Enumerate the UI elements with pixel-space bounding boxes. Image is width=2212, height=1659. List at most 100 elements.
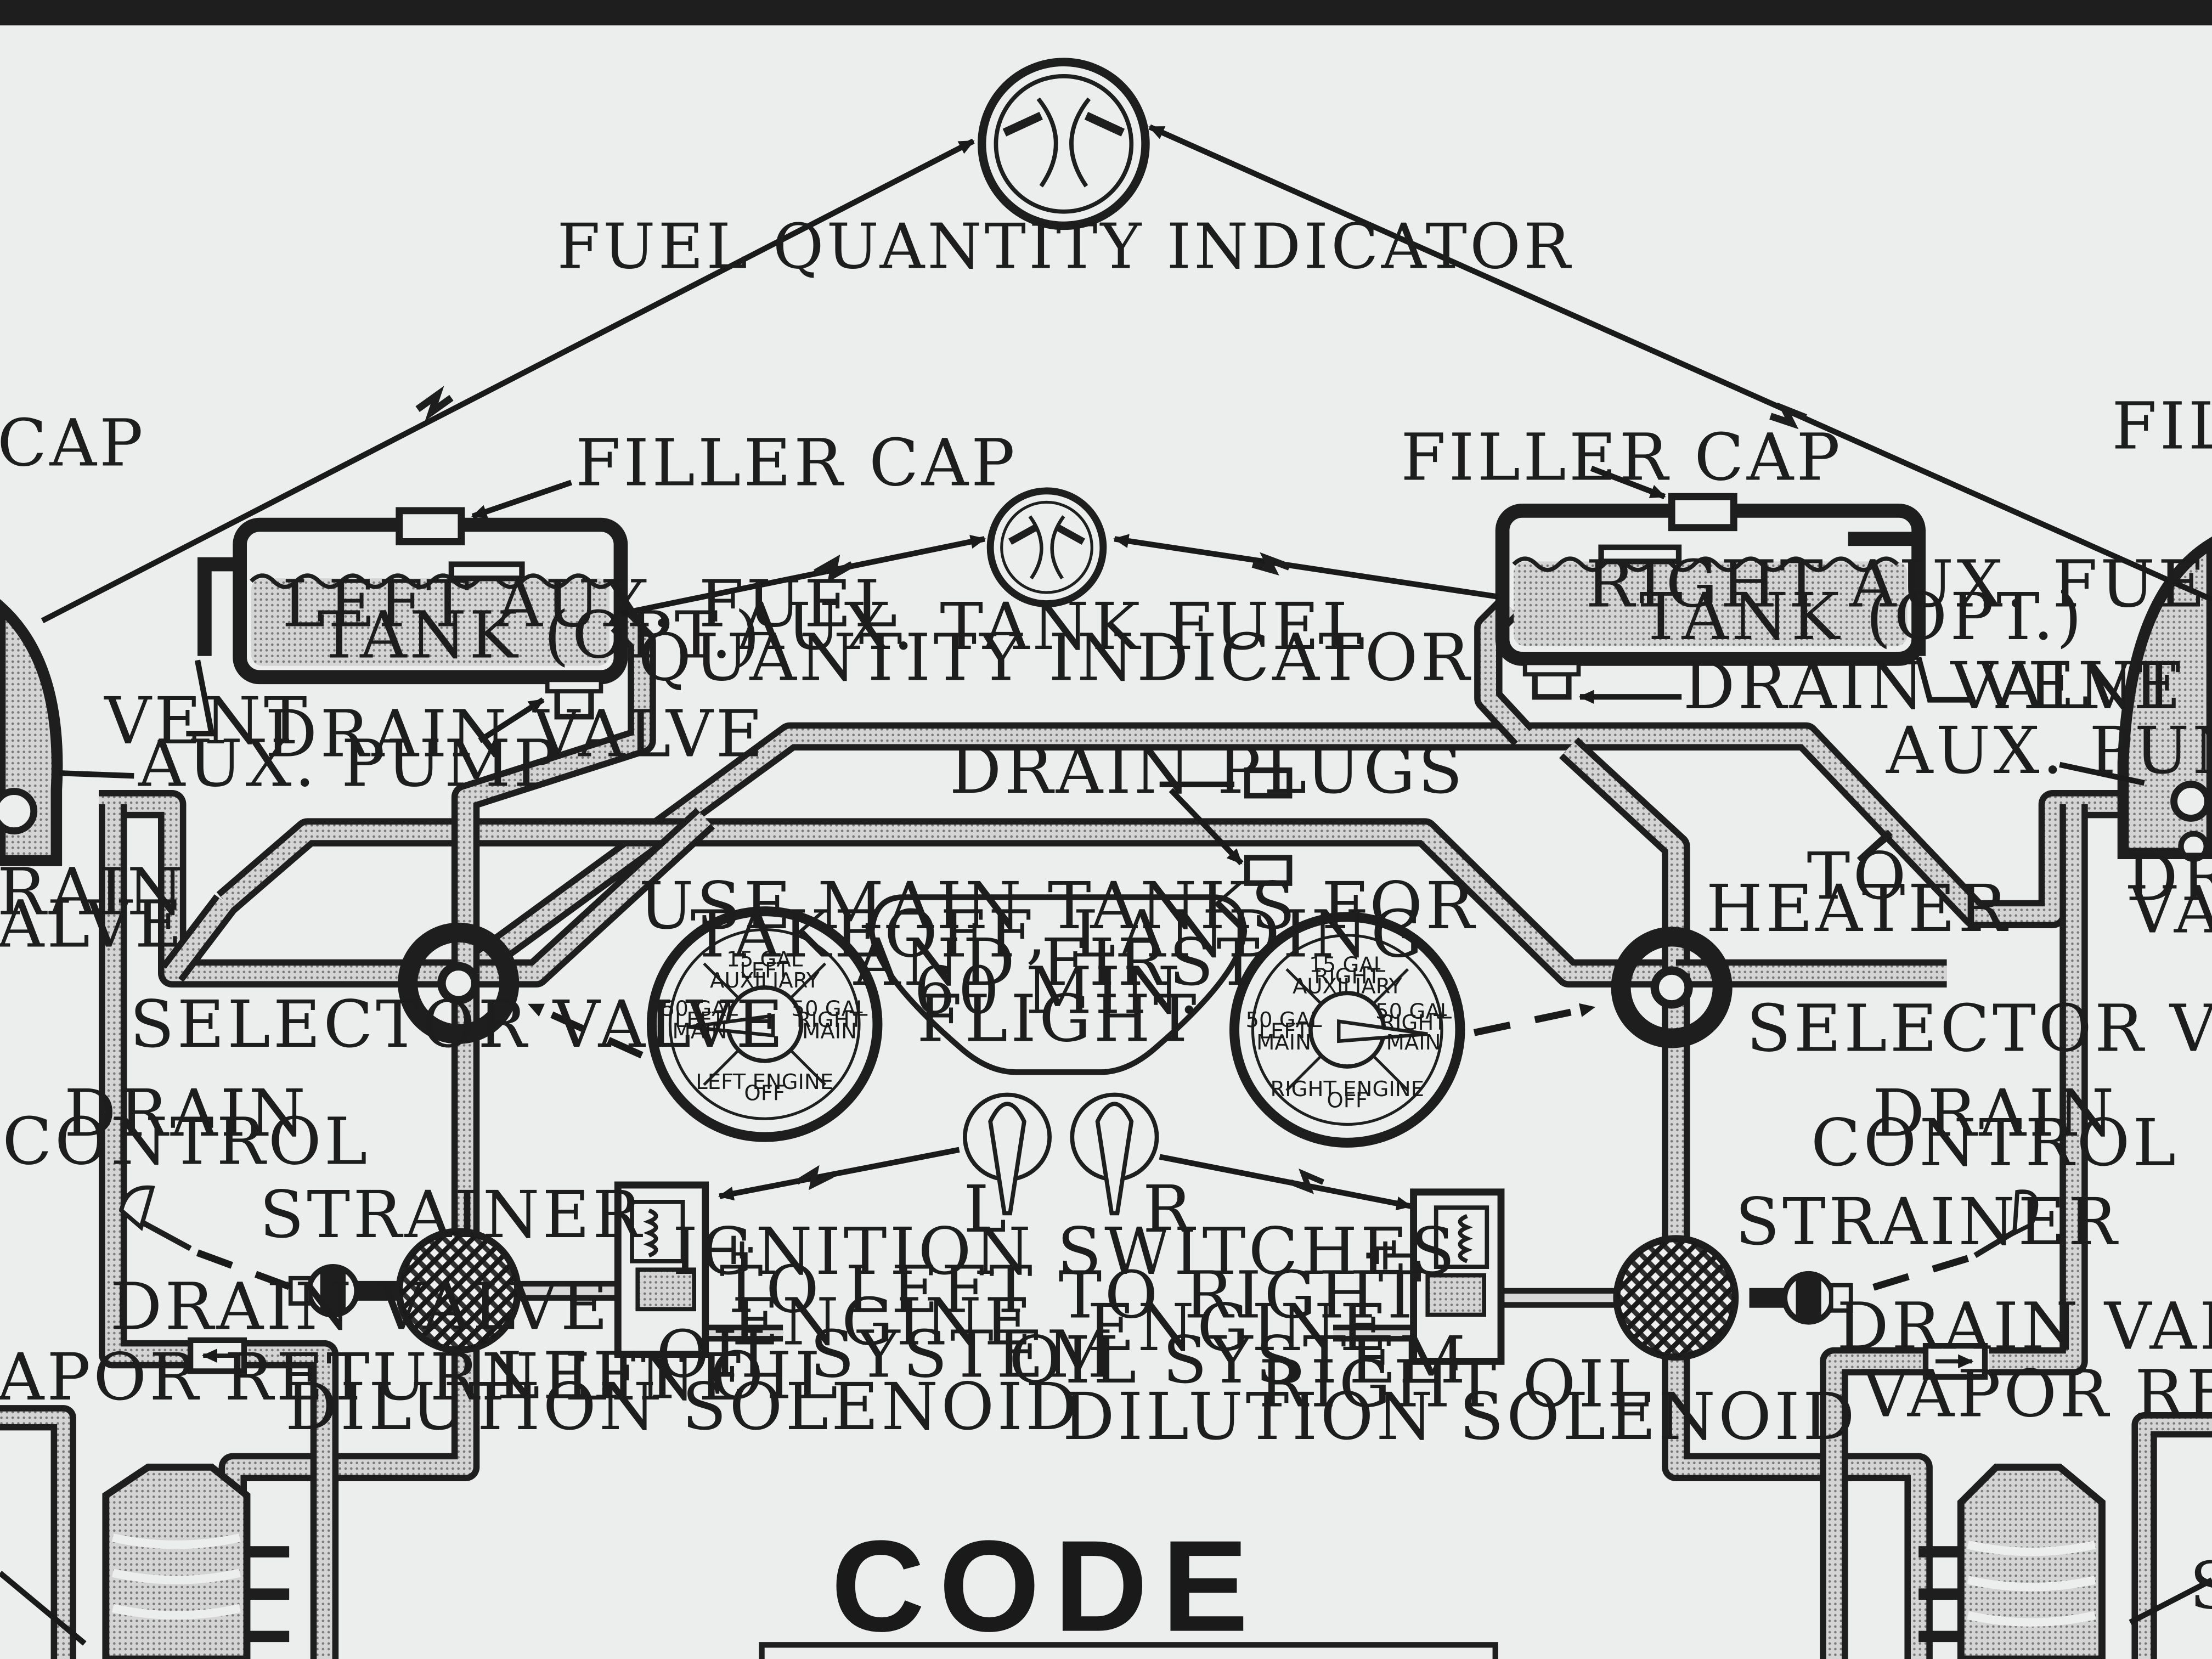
left-gauge-bottom-1: LEFT ENGINE	[696, 1070, 833, 1094]
strainer-left-label: STRAINER	[259, 1177, 644, 1252]
to-left-3: OIL SYSTEM	[656, 1317, 1116, 1392]
left-solenoid-label-1: LEFT OIL	[496, 1338, 840, 1413]
aux-qty-label-2: QUANTITY INDICATOR	[638, 619, 1472, 695]
right-oil-dilution-solenoid	[1366, 1188, 1505, 1365]
drain-control-right-2: CONTROL	[1811, 1105, 2179, 1181]
indicator-wiring	[41, 124, 2212, 624]
right-aux-tank-label-1: RIGHT AUX. FUEL	[1585, 546, 2212, 622]
right-gauge-right-1: 50 GAL	[1375, 1000, 1452, 1024]
right-selector-valve	[1611, 927, 1733, 1048]
left-gauge-top-2: LEFT	[740, 958, 789, 983]
selector-valve-right-label: SELECTOR VALVE	[1746, 991, 2212, 1066]
right-gauge-left-3: MAIN	[1256, 1030, 1311, 1055]
drain-control-left-1: DRAIN	[64, 1075, 308, 1151]
aux-pump-left-label: AUX. PUMP	[138, 725, 560, 801]
left-gauge-right-3: MAIN	[802, 1019, 857, 1044]
aux-pump-right-label: AUX. PUMP	[1886, 713, 2212, 788]
drain-valve-right-tank-label: DRAIN VALVE	[1683, 648, 2184, 724]
right-main-tank-edge	[2117, 536, 2212, 862]
left-gauge-left-3: MAIN	[672, 1019, 727, 1044]
right-edge-drain-1: DRAIN	[2126, 840, 2212, 916]
right-gauge-top-2: RIGHT	[1314, 964, 1380, 989]
left-solenoid-label-2: DILUTION SOLENOID	[285, 1369, 1080, 1444]
fuel-quantity-indicator-label: FUEL QUANTITY INDICATOR	[557, 211, 1573, 283]
left-gauge-left-1: 50 GAL	[662, 996, 738, 1021]
left-gauge-text: 15 GAL LEFT AUXILIARY 50 GAL LEFT MAIN 5…	[662, 947, 868, 1105]
filler-cap-left-label: FILLER CAP	[575, 425, 1018, 501]
left-strainer-drain	[288, 1264, 360, 1318]
left-vapor-check-valve	[188, 1337, 247, 1374]
right-gauge-top-3: AUXILIARY	[1293, 974, 1402, 998]
ignition-switch-left	[963, 1092, 1052, 1216]
edge-s-label: S	[2190, 1548, 2212, 1623]
left-gauge-bottom-2: OFF	[744, 1081, 785, 1106]
to-heater-label-1: TO	[1807, 838, 1909, 914]
use-main-line-5: FLIGHT	[917, 981, 1199, 1057]
gauge-links	[527, 1001, 1596, 1059]
vent-left-label: VENT	[103, 683, 310, 759]
right-aux-tank	[1495, 493, 1926, 700]
use-main-line-1: USE MAIN TANKS FOR	[639, 868, 1477, 944]
right-gauge-left-1: 50 GAL	[1245, 1008, 1322, 1032]
right-aux-tank-label-2: TANK (OPT.)	[1639, 579, 2085, 654]
code-legend-box	[759, 1642, 1498, 1659]
filler-cap-left-edge-label: CAP	[0, 405, 146, 481]
heater-tap	[1857, 830, 1893, 864]
drain-valve-right-low-label: DRAIN VALVE	[1837, 1288, 2212, 1364]
right-selector-gauge	[1229, 912, 1465, 1148]
top-border	[0, 0, 2212, 26]
drain-plugs	[1244, 767, 1293, 886]
ignition-switch-right	[1070, 1092, 1159, 1216]
fuel-lines	[0, 596, 2212, 1659]
to-right-2: ENGINE	[1087, 1290, 1390, 1365]
left-selector-valve	[398, 922, 520, 1044]
drain-plugs-label: DRAIN PLUGS	[950, 732, 1465, 808]
to-heater-label-2: HEATER	[1706, 871, 2010, 946]
switch-l-label: L	[963, 1171, 1009, 1247]
code-heading: CODE	[831, 1514, 1262, 1659]
left-edge-drain-2: ALVE	[0, 886, 185, 962]
left-gauge-top-1: 15 GAL	[726, 947, 803, 972]
left-gauge-right-1: 50 GAL	[791, 996, 868, 1021]
left-gauge-top-3: AUXILIARY	[710, 968, 820, 993]
use-main-line-3: AND FIRST	[853, 924, 1262, 1000]
vapor-return-right-label: VAPOR RETURN LINE	[1861, 1356, 2212, 1432]
right-gauge-right-2: RIGHT	[1380, 1011, 1447, 1035]
drain-valve-left-tank-label: DRAIN VALVE	[265, 696, 766, 771]
drain-control-left-2: CONTROL	[2, 1103, 370, 1179]
strainer-right-label: STRAINER	[1735, 1184, 2120, 1260]
right-gauge-left-2: LEFT	[1259, 1019, 1309, 1044]
left-aux-tank	[198, 507, 628, 720]
right-solenoid-label-1: RIGHT OIL	[1259, 1346, 1653, 1422]
to-left-1: TO LEFT	[720, 1251, 1035, 1327]
labels: FUEL QUANTITY INDICATOR CAP FILLER FILLE…	[0, 211, 2212, 1659]
to-left-2: ENGINE	[732, 1284, 1035, 1360]
selector-valve-left-label: SELECTOR VALVE	[130, 986, 786, 1062]
left-aux-tank-label-1: LEFT AUX. FUEL	[282, 566, 900, 642]
right-gauge-text: 15 GAL RIGHT AUXILIARY 50 GAL LEFT MAIN …	[1245, 953, 1452, 1113]
left-gauge-left-2: LEFT	[675, 1008, 725, 1032]
left-main-tank-edge	[0, 599, 63, 866]
right-gauge-right-3: MAIN	[1386, 1030, 1441, 1055]
use-main-line-4: 60 MIN.	[914, 952, 1202, 1028]
left-aux-tank-label-2: TANK (OPT.)	[318, 597, 763, 673]
vapor-return-left-label: APOR RETURN LINE	[0, 1339, 749, 1415]
ignition-switches-label: IGNITION SWITCHES	[673, 1214, 1458, 1289]
to-right-1: TO RIGHT	[1058, 1257, 1424, 1333]
right-gauge-bottom-1: RIGHT ENGINE	[1270, 1077, 1424, 1102]
left-edge-drain-1: RAIN	[0, 854, 187, 929]
left-strainer	[396, 1228, 522, 1354]
aux-tank-fuel-quantity-indicator	[986, 487, 1107, 607]
right-strainer-drain	[1781, 1271, 1853, 1325]
fuel-quantity-indicator	[978, 58, 1150, 230]
right-gauge-bottom-2: OFF	[1327, 1088, 1368, 1113]
right-strainer	[1613, 1235, 1739, 1361]
use-main-line-2: TAKEOFF, LANDING	[691, 896, 1426, 972]
use-main-tanks-placard	[868, 894, 1248, 1075]
left-gauge-right-2: RIGHT	[797, 1008, 863, 1032]
left-drain-control-handle	[119, 1185, 291, 1290]
leader-lines	[59, 465, 2145, 866]
left-engine-pump	[0, 1463, 251, 1659]
